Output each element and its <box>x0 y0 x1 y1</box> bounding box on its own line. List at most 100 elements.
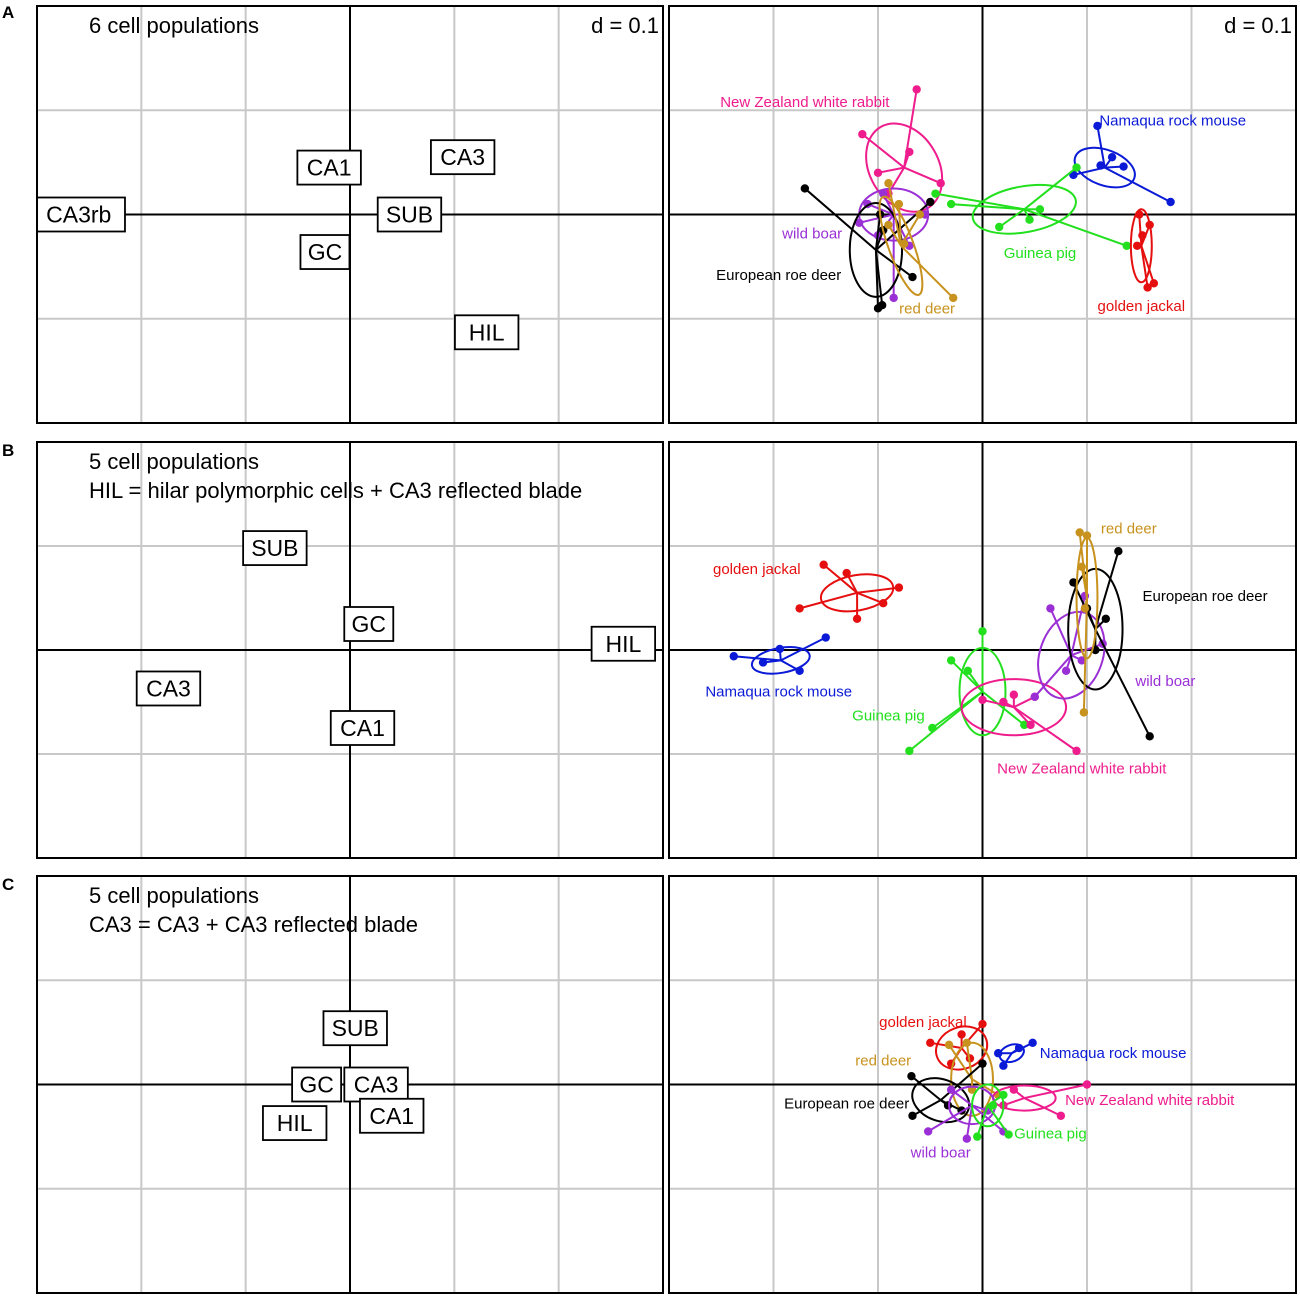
star-line-red-deer <box>1080 566 1088 599</box>
data-point-namaqua-rock-mouse <box>1014 1043 1024 1053</box>
data-point-namaqua-rock-mouse <box>775 644 784 654</box>
species-label-guinea-pig: Guinea pig <box>1004 245 1077 262</box>
cell-label-box-sub <box>376 196 443 233</box>
species-group-red-deer: red deer <box>855 1038 1003 1117</box>
species-group-namaqua-rock-mouse: Namaqua rock mouse <box>705 633 852 701</box>
data-point-european-roe-deer <box>1101 614 1111 623</box>
star-line-red-deer <box>887 183 902 246</box>
data-point-guinea-pig <box>905 746 914 756</box>
star-line-guinea-pig <box>1023 208 1128 247</box>
panel-frame-a-left <box>36 5 664 424</box>
data-point-golden-jackal <box>1135 210 1144 219</box>
ellipse-red-deer <box>878 195 924 296</box>
cell-label-box-gc <box>291 1066 343 1103</box>
cell-label-box-sub <box>242 530 308 566</box>
data-point-red-deer <box>1079 708 1089 717</box>
data-point-red-deer <box>1082 531 1092 540</box>
data-point-namaqua-rock-mouse <box>1119 162 1128 171</box>
data-point-guinea-pig <box>1035 205 1045 214</box>
star-line-european-roe-deer <box>1094 628 1151 737</box>
panel-letter-c: C <box>2 875 14 894</box>
cell-label-box-hil <box>262 1105 328 1141</box>
data-point-wild-boar <box>1061 666 1071 675</box>
ellipse-guinea-pig <box>958 646 1007 737</box>
data-point-wild-boar <box>889 293 898 303</box>
panel-frame-b-right <box>668 441 1297 859</box>
ellipse-golden-jackal <box>1129 208 1153 284</box>
ellipse-new-zealand-white-rabbit <box>960 678 1068 737</box>
data-point-golden-jackal <box>1132 241 1142 250</box>
data-point-red-deer <box>944 1040 954 1050</box>
cell-label-box-ca1 <box>329 710 396 746</box>
species-label-guinea-pig: Guinea pig <box>852 708 925 725</box>
star-line-namaqua-rock-mouse <box>1096 125 1106 168</box>
data-point-new-zealand-white-rabbit <box>1009 690 1019 699</box>
data-point-wild-boar <box>962 1134 972 1143</box>
star-line-new-zealand-white-rabbit <box>1023 1097 1062 1117</box>
cell-label-box-ca3rb <box>37 196 126 233</box>
species-group-new-zealand-white-rabbit: New Zealand white rabbit <box>960 678 1167 778</box>
star-line-guinea-pig <box>931 690 984 729</box>
star-line-european-roe-deer <box>940 1062 984 1101</box>
species-group-european-roe-deer: European roe deer <box>1067 547 1268 741</box>
data-point-golden-jackal <box>894 583 904 592</box>
star-line-golden-jackal <box>1140 245 1155 284</box>
data-point-new-zealand-white-rabbit <box>873 168 883 177</box>
cell-label-gc: GC <box>308 239 343 265</box>
species-label-new-zealand-white-rabbit: New Zealand white rabbit <box>1065 1092 1235 1109</box>
species-label-european-roe-deer: European roe deer <box>784 1095 909 1112</box>
data-point-namaqua-rock-mouse <box>729 652 738 661</box>
star-line-wild-boar <box>1070 642 1104 657</box>
data-point-guinea-pig <box>931 189 940 198</box>
panel-annotation-c-left: 5 cell populations <box>89 883 259 908</box>
panel-letter-b: B <box>2 441 14 460</box>
data-point-namaqua-rock-mouse <box>758 658 768 667</box>
data-point-new-zealand-white-rabbit <box>978 695 987 705</box>
data-point-new-zealand-white-rabbit <box>1072 746 1081 756</box>
data-point-red-deer <box>915 210 924 219</box>
species-label-golden-jackal: golden jackal <box>1098 298 1186 315</box>
star-line-red-deer <box>1082 597 1088 713</box>
cell-label-box-ca1 <box>359 1097 425 1134</box>
data-point-namaqua-rock-mouse <box>1093 121 1102 131</box>
ellipse-guinea-pig <box>971 1083 1005 1128</box>
species-label-namaqua-rock-mouse: Namaqua rock mouse <box>1040 1045 1187 1062</box>
data-point-new-zealand-white-rabbit <box>905 147 914 157</box>
data-point-european-roe-deer <box>877 300 887 310</box>
star-line-golden-jackal <box>856 586 900 594</box>
species-group-wild-boar: wild boar <box>910 1085 1008 1161</box>
data-point-new-zealand-white-rabbit <box>1026 720 1035 730</box>
species-group-namaqua-rock-mouse: Namaqua rock mouse <box>993 1038 1187 1070</box>
cell-label-ca1: CA1 <box>307 155 352 181</box>
star-line-wild-boar <box>965 1105 974 1139</box>
data-point-new-zealand-white-rabbit <box>912 85 921 94</box>
panel-annotation-c-left: CA3 = CA3 + CA3 reflected blade <box>89 912 418 937</box>
scale-label-a-right: d = 0.1 <box>1224 13 1292 38</box>
species-group-namaqua-rock-mouse: Namaqua rock mouse <box>1069 113 1246 207</box>
species-label-guinea-pig: Guinea pig <box>1014 1125 1087 1142</box>
cell-label-sub: SUB <box>251 535 298 561</box>
species-label-red-deer: red deer <box>1101 520 1157 537</box>
panel-annotation-b-left: HIL = hilar polymorphic cells + CA3 refl… <box>89 478 582 503</box>
species-group-golden-jackal: golden jackal <box>713 560 904 623</box>
species-group-european-roe-deer: European roe deer <box>716 184 935 313</box>
cell-label-ca3: CA3 <box>354 1072 399 1098</box>
panel-frame-c-right <box>668 875 1297 1294</box>
species-group-red-deer: red deer <box>1075 520 1157 717</box>
star-line-namaqua-rock-mouse <box>733 655 781 662</box>
cell-label-box-gc <box>343 606 395 642</box>
star-line-red-deer <box>900 245 954 299</box>
data-point-golden-jackal <box>926 1038 935 1048</box>
data-point-guinea-pig <box>978 627 987 636</box>
data-point-namaqua-rock-mouse <box>999 1061 1008 1070</box>
ellipse-european-roe-deer <box>848 202 904 298</box>
star-line-new-zealand-white-rabbit <box>1024 1083 1088 1100</box>
cell-label-ca3: CA3 <box>146 675 191 701</box>
data-point-new-zealand-white-rabbit <box>999 697 1008 707</box>
